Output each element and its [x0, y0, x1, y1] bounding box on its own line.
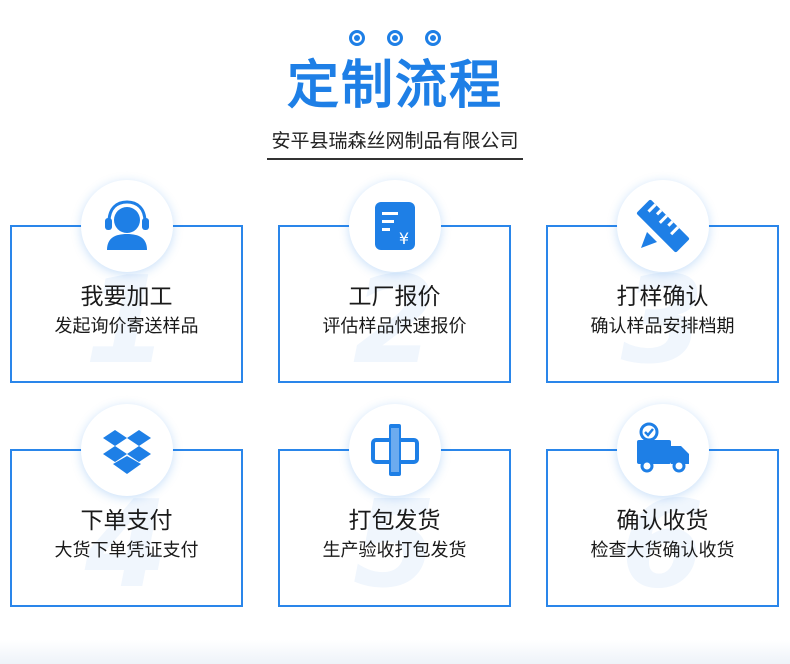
step-title: 确认收货 [616, 508, 709, 534]
quotation-icon: ¥ [349, 180, 441, 272]
step-number-watermark: 1 [84, 252, 169, 391]
step-desc: 确认样品安排档期 [590, 316, 735, 337]
page-title: 定制流程 [286, 56, 503, 116]
customer-service-icon [81, 180, 173, 272]
delivery-truck-icon [617, 404, 709, 496]
step-title: 打包发货 [348, 508, 441, 534]
step-card-3: 3 打样确认 确认样品安排档期 [546, 225, 779, 383]
step-desc: 生产验收打包发货 [322, 540, 467, 561]
step-title: 我要加工 [80, 284, 173, 310]
step-number-watermark: 2 [352, 252, 437, 391]
ruler-pencil-icon [617, 180, 709, 272]
step-title: 工厂报价 [348, 284, 441, 310]
step-number-watermark: 5 [352, 476, 437, 615]
step-number-watermark: 6 [620, 476, 705, 615]
decorative-dots [0, 30, 790, 46]
dot-icon [349, 30, 365, 46]
company-name: 安平县瑞森丝网制品有限公司 [267, 128, 523, 160]
package-icon [349, 404, 441, 496]
step-title: 下单支付 [80, 508, 173, 534]
step-number-watermark: 3 [620, 252, 705, 391]
box-icon [81, 404, 173, 496]
step-desc: 评估样品快速报价 [322, 316, 467, 337]
step-desc: 检查大货确认收货 [590, 540, 735, 561]
dot-icon [387, 30, 403, 46]
step-title: 打样确认 [616, 284, 709, 310]
svg-text:¥: ¥ [399, 229, 409, 248]
subtitle-wrap: 安平县瑞森丝网制品有限公司 [0, 128, 790, 160]
step-desc: 发起询价寄送样品 [54, 316, 199, 337]
step-desc: 大货下单凭证支付 [54, 540, 199, 561]
step-number-watermark: 4 [84, 476, 169, 615]
bottom-strip [0, 640, 790, 664]
dot-icon [425, 30, 441, 46]
